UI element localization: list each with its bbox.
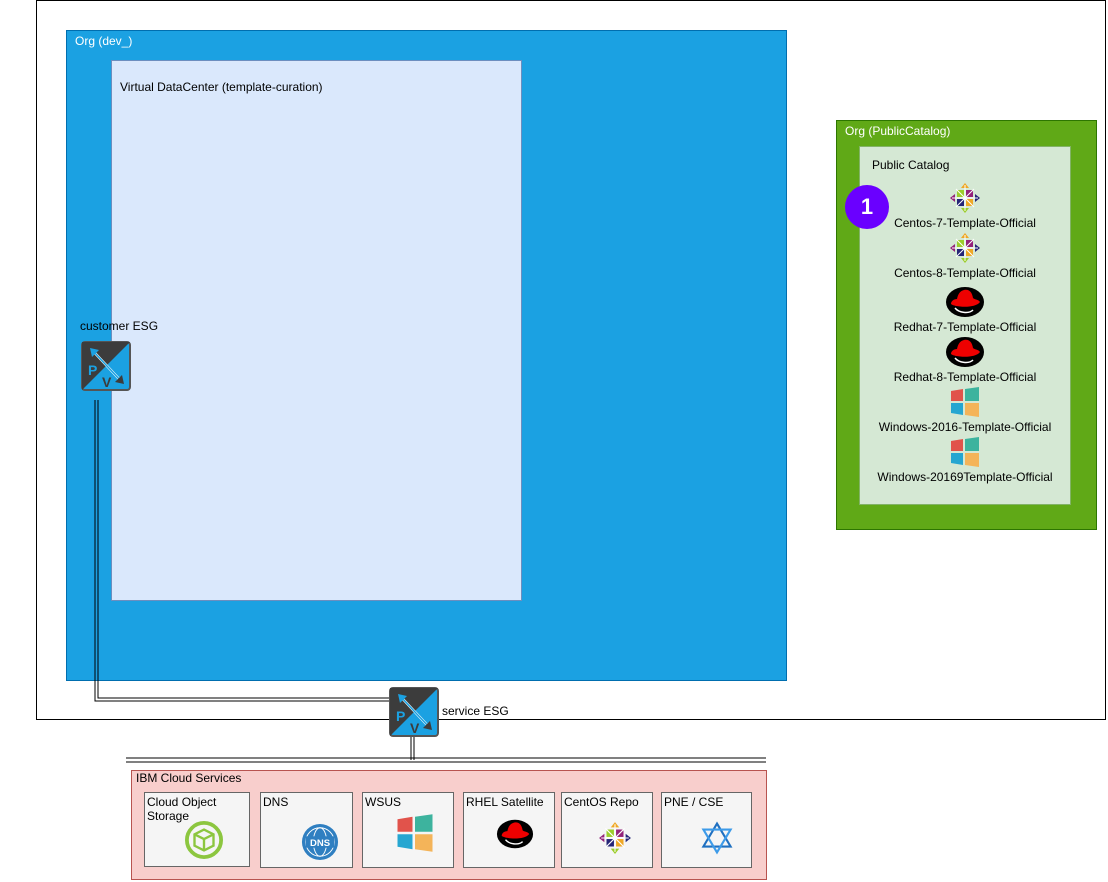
catalog-item[interactable]: Centos-8-Template-Official	[860, 232, 1070, 282]
outer-boundary	[36, 0, 1106, 720]
service-rhel-satellite[interactable]: RHEL Satellite	[463, 792, 555, 868]
service-label: RHEL Satellite	[466, 795, 544, 809]
ibm-cloud-services-label: IBM Cloud Services	[136, 771, 242, 785]
windows-icon	[395, 813, 435, 853]
vdc-label: Virtual DataCenter (template-curation)	[120, 80, 323, 94]
step-badge: 1	[845, 185, 889, 229]
org-dev-label: Org (dev_)	[75, 34, 133, 48]
pne-icon	[700, 821, 734, 855]
redhat-icon	[496, 818, 534, 850]
centos-icon	[949, 182, 981, 214]
catalog-item[interactable]: Redhat-7-Template-Official	[860, 286, 1070, 336]
service-wsus[interactable]: WSUS	[362, 792, 454, 868]
catalog-item[interactable]: Redhat-8-Template-Official	[860, 336, 1070, 386]
windows-icon	[949, 386, 981, 418]
catalog-item-label: Redhat-8-Template-Official	[893, 370, 1037, 384]
catalog-item-label: Windows-2016-Template-Official	[878, 420, 1052, 434]
service-label: PNE / CSE	[664, 795, 724, 809]
service-pne-cse[interactable]: PNE / CSE	[661, 792, 752, 868]
dns-icon	[301, 823, 339, 861]
catalog-item-label: Centos-7-Template-Official	[894, 216, 1036, 230]
customer-esg-label: customer ESG	[80, 319, 159, 333]
step-badge-number: 1	[860, 194, 874, 219]
public-catalog-label: Public Catalog	[872, 158, 950, 172]
catalog-item[interactable]: Centos-7-Template-Official	[860, 182, 1070, 232]
redhat-icon	[945, 336, 985, 368]
catalog-item[interactable]: Windows-20169Template-Official	[860, 436, 1070, 486]
catalog-item-label: Centos-8-Template-Official	[894, 266, 1036, 280]
service-label: CentOS Repo	[564, 795, 639, 809]
org-public-catalog-label: Org (PublicCatalog)	[845, 124, 951, 138]
catalog-item-label: Windows-20169Template-Official	[877, 470, 1053, 484]
object-storage-icon	[185, 821, 223, 859]
catalog-item-label: Redhat-7-Template-Official	[893, 320, 1037, 334]
centos-icon	[598, 821, 632, 855]
centos-icon	[949, 232, 981, 264]
service-esg-icon[interactable]	[389, 687, 439, 737]
redhat-icon	[945, 286, 985, 318]
service-centos-repo[interactable]: CentOS Repo	[561, 792, 653, 868]
vdc-container: Virtual DataCenter (template-curation)	[111, 60, 522, 601]
service-cloud-object-storage[interactable]: Cloud Object Storage	[144, 792, 250, 867]
service-label: WSUS	[365, 795, 401, 809]
service-esg-label: service ESG	[442, 704, 509, 718]
service-dns[interactable]: DNS	[260, 792, 353, 868]
service-label: Cloud Object Storage	[147, 795, 217, 823]
windows-icon	[949, 436, 981, 468]
catalog-item[interactable]: Windows-2016-Template-Official	[860, 386, 1070, 436]
service-label: DNS	[263, 795, 289, 809]
